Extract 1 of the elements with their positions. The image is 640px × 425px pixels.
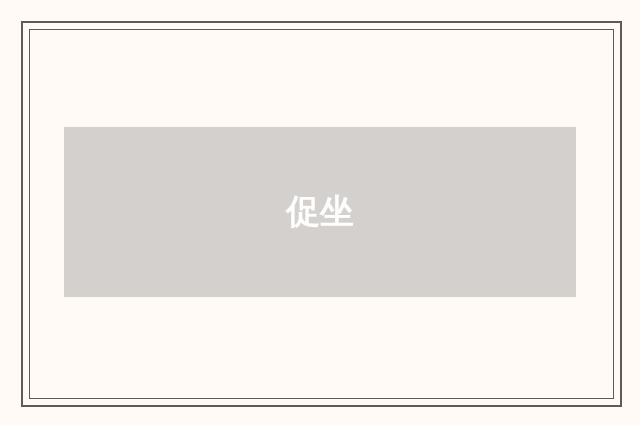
label-box xyxy=(64,127,576,297)
